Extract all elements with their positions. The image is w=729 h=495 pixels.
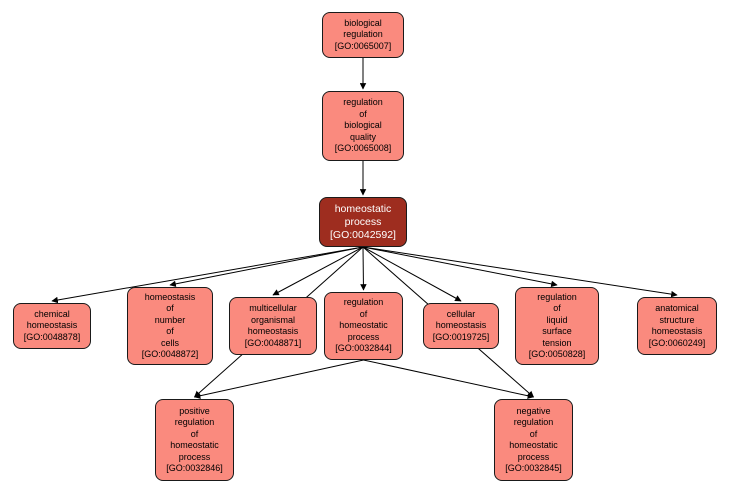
node-label-line: cells (160, 337, 179, 348)
node-label-line: process (347, 331, 380, 342)
node-label-line: homeostasis (144, 291, 196, 302)
node-label-line: quality (349, 131, 376, 142)
node-label-line: surface (542, 326, 572, 336)
edge-homeostatic-process-to-regulation-of-homeostatic-process (360, 246, 367, 291)
node-label-line: [GO:0060249] (648, 337, 706, 348)
node-label-line: homeostasis (247, 326, 299, 336)
node-label-line: [GO:0065007] (334, 40, 392, 51)
node-label-line: of (166, 303, 174, 313)
node-label-line: of (190, 428, 199, 439)
node-label-line: chemical (34, 308, 70, 319)
node-label-line: organismal (250, 314, 296, 325)
node-label-line: structure (659, 314, 695, 325)
node-label-line: homeostatic (339, 320, 388, 331)
node-label-line: cellular (446, 308, 476, 319)
node-label-line: [GO:0032846] (166, 463, 223, 473)
node-label-line: [GO:0048872] (141, 349, 199, 359)
edge-homeostatic-process-to-cellular-homeostasis (362, 246, 462, 302)
node-label-line: [GO:0032845] (505, 463, 562, 473)
edge-regulation-of-homeostatic-process-to-negative-regulation-of-homeostatic-process (363, 359, 535, 399)
node-label-line: [GO:0048878] (23, 331, 81, 342)
node-label-line: process (344, 215, 382, 228)
node-label-line: anatomical (655, 303, 699, 313)
node-label-line: [GO:0019725] (432, 331, 490, 342)
edge-regulation-of-homeostatic-process-to-positive-regulation-of-homeostatic-process (193, 359, 364, 399)
node-label-line: biological (344, 120, 382, 131)
node-label-line: regulation (537, 291, 577, 302)
node-label-line: of (553, 303, 561, 313)
node-label-line: homeostatic (509, 440, 558, 450)
node-label-line: liquid (546, 314, 568, 325)
node-label-line: homeostatic (170, 440, 219, 450)
edge-homeostatic-process-to-regulation-of-liquid-surface-tension (362, 246, 558, 288)
node-label-line: [GO:0048871] (244, 337, 302, 348)
edge-homeostatic-process-to-homeostasis-of-number-of-cells (169, 246, 364, 288)
node-label-line: number (154, 314, 186, 325)
node-label-line: multicellular (249, 303, 297, 313)
node-label-line: process (517, 451, 550, 462)
node-label-line: regulation (343, 297, 384, 308)
node-label-line: homeostatic (334, 202, 392, 215)
node-label-line: of (529, 428, 538, 439)
node-label-line: negative (516, 405, 551, 416)
node-label-line: [GO:0042592] (330, 228, 396, 241)
node-label-line: process (178, 451, 211, 462)
edge-homeostatic-process-to-anatomical-structure-homeostasis (362, 246, 678, 298)
node-label-line: of (359, 308, 368, 319)
node-label-line: biological (344, 17, 382, 28)
edge-homeostatic-process-to-multicellular-organismal-homeostasis (272, 246, 364, 296)
node-label-line: [GO:0050828] (528, 349, 586, 359)
node-label-line: of (359, 108, 367, 119)
node-label-line: regulation (343, 29, 383, 40)
edge-homeostatic-process-to-chemical-homeostasis (51, 246, 364, 304)
node-label-line: homeostasis (435, 320, 487, 331)
node-label-line: regulation (343, 97, 383, 108)
node-label-line: [GO:0065008] (334, 143, 392, 154)
node-label-line: tension (542, 337, 572, 348)
node-label-line: [GO:0032844] (335, 343, 392, 354)
node-label-line: positive (179, 405, 210, 416)
node-label-line: of (166, 326, 174, 336)
node-label-line: regulation (174, 417, 215, 427)
node-label-line: regulation (513, 417, 554, 427)
node-label-line: homeostasis (26, 320, 78, 331)
node-label-line: homeostasis (651, 326, 703, 336)
